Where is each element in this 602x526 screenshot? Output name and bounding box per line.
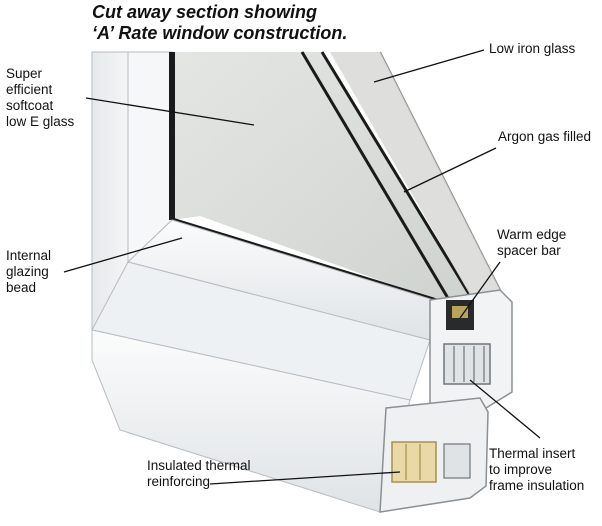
leader-spacer <box>459 261 501 319</box>
leader-reinforcing <box>209 471 401 485</box>
label-argon-gas: Argon gas filled <box>498 129 592 144</box>
label-glazing-bead: Internal glazing bead <box>6 248 52 295</box>
glass-pane <box>172 52 472 302</box>
glass-edge-outer <box>320 51 482 313</box>
reinforcing-insert <box>391 441 437 483</box>
title-line-2: ‘A’ Rate window construction. <box>92 23 348 43</box>
label-low-iron-glass: Low iron glass <box>489 41 576 56</box>
label-low-e-glass: Super efficient softcoat low E glass <box>6 66 75 129</box>
label-thermal-insert: Thermal insert to improve frame insulati… <box>489 446 585 493</box>
leader-thermal <box>469 379 541 439</box>
leader-argon <box>403 147 497 193</box>
glass-back <box>330 52 500 312</box>
thermal-insert <box>443 343 491 385</box>
frame-bottom <box>91 329 411 513</box>
leader-bead <box>63 237 183 273</box>
leader-low-iron <box>373 49 485 83</box>
title-line-1: Cut away section showing <box>92 2 318 22</box>
leader-low-e <box>85 97 255 126</box>
diagram-title: Cut away section showing ‘A’ Rate window… <box>92 2 347 44</box>
label-spacer-bar: Warm edge spacer bar <box>497 227 567 258</box>
label-thermal-reinforcing: Insulated thermal reinforcing <box>147 458 251 489</box>
glass-edge-inner <box>300 51 457 311</box>
